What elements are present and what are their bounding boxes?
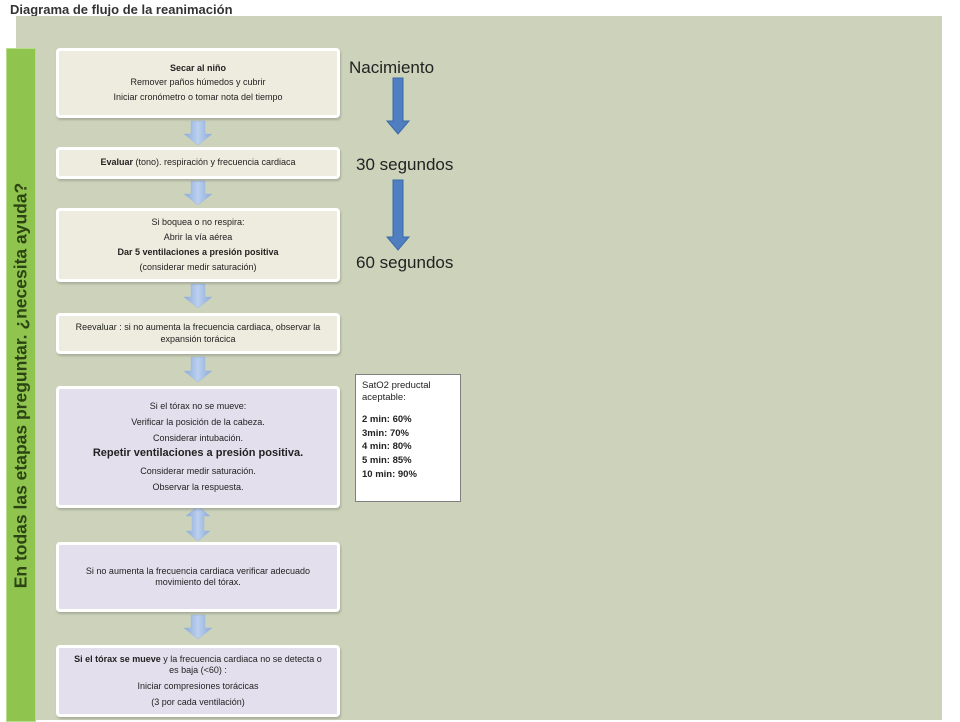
step-ventilate-line2: Abrir la vía aérea <box>163 231 233 242</box>
step-evaluate-bold: Evaluar <box>100 157 133 168</box>
step-reevaluate: Reevaluar : si no aumenta la frecuencia … <box>56 313 340 354</box>
step-ventilate-line3: Dar 5 ventilaciones a presión positiva <box>117 247 279 257</box>
step-check-line2: movimiento del tórax. <box>155 577 241 587</box>
step-chest-line4: Repetir ventilaciones a presión positiva… <box>92 447 304 460</box>
sat-row: 5 min: 85% <box>362 455 412 467</box>
step-compressions-line2: es baja (<60) : <box>169 664 227 675</box>
flow-arrow-5 <box>183 614 213 640</box>
step-dry-line2: Remover paños húmedos y cubrir <box>130 77 266 88</box>
step-dry-baby: Secar al niño Remover paños húmedos y cu… <box>56 48 340 118</box>
step-check-chest-movement: Si no aumenta la frecuencia cardiaca ver… <box>56 542 340 612</box>
step-dry-title: Secar al niño <box>169 63 227 74</box>
step-ventilate-line4: (considerar medir saturación) <box>139 262 257 273</box>
sat-row: 2 min: 60% <box>362 413 412 425</box>
flow-arrow-3 <box>183 283 213 309</box>
flow-arrow-4 <box>183 356 213 383</box>
timeline-arrow-1 <box>385 77 411 135</box>
page-title: Diagrama de flujo de la reanimación <box>10 2 233 17</box>
timeline-birth: Nacimiento <box>349 58 435 77</box>
sat-row: 3min: 70% <box>362 427 409 439</box>
step-dry-line3: Iniciar cronómetro o tomar nota del tiem… <box>113 91 283 102</box>
step-chest-line1: Si el tórax no se mueve: <box>149 400 247 411</box>
step-reevaluate-line2: expansión torácica <box>160 333 236 344</box>
flow-arrow-1 <box>183 120 213 146</box>
timeline-60s: 60 segundos <box>356 253 454 272</box>
step-compressions-line1: Si el tórax se mueve y la frecuencia car… <box>74 654 322 665</box>
step-chest-line5: Considerar medir saturación. <box>140 466 256 476</box>
step-compressions-line4: (3 por cada ventilación) <box>151 697 245 708</box>
step-compressions-line3: Iniciar compresiones torácicas <box>137 681 259 691</box>
sat-legend-title-line2: aceptable: <box>362 391 406 403</box>
step-evaluate-rest: (tono). respiración y frecuencia cardiac… <box>132 157 296 168</box>
sat-legend: SatO2 preductal aceptable: 2 min: 60% 3m… <box>355 374 461 502</box>
step-ventilate: Si boquea o no respira: Abrir la vía aér… <box>56 208 340 282</box>
step-chest-line6: Observar la respuesta. <box>152 482 244 493</box>
sat-row: 4 min: 80% <box>362 441 412 453</box>
step-check-line1: Si no aumenta la frecuencia cardiaca ver… <box>85 565 311 576</box>
step-chest-line3: Considerar intubación. <box>152 433 244 443</box>
sat-row: 10 min: 90% <box>362 468 417 480</box>
step-chest-line2: Verificar la posición de la cabeza. <box>131 416 265 427</box>
timeline-30s: 30 segundos <box>356 155 454 174</box>
flow-arrow-double <box>185 505 211 542</box>
step-reevaluate-line1: Reevaluar : si no aumenta la frecuencia … <box>75 322 321 333</box>
flow-arrow-2 <box>183 180 213 206</box>
step-compressions-bold: Si el tórax se mueve <box>74 653 161 664</box>
step-evaluate: Evaluar (tono). respiración y frecuencia… <box>56 147 340 179</box>
step-evaluate-text: Evaluar (tono). respiración y frecuencia… <box>100 157 295 168</box>
step-compressions-rest: y la frecuencia cardiaca no se detecta o <box>160 653 322 664</box>
step-chest-not-moving: Si el tórax no se mueve: Verificar la po… <box>56 386 340 508</box>
side-banner: En todas las etapas preguntar. ¿necesita… <box>6 48 36 722</box>
sat-legend-title-line1: SatO2 preductal <box>362 380 431 391</box>
timeline-arrow-2 <box>385 179 411 251</box>
sat-legend-title: SatO2 preductal aceptable: <box>362 380 454 404</box>
step-ventilate-line1: Si boquea o no respira: <box>151 216 245 227</box>
step-compressions: Si el tórax se mueve y la frecuencia car… <box>56 645 340 717</box>
